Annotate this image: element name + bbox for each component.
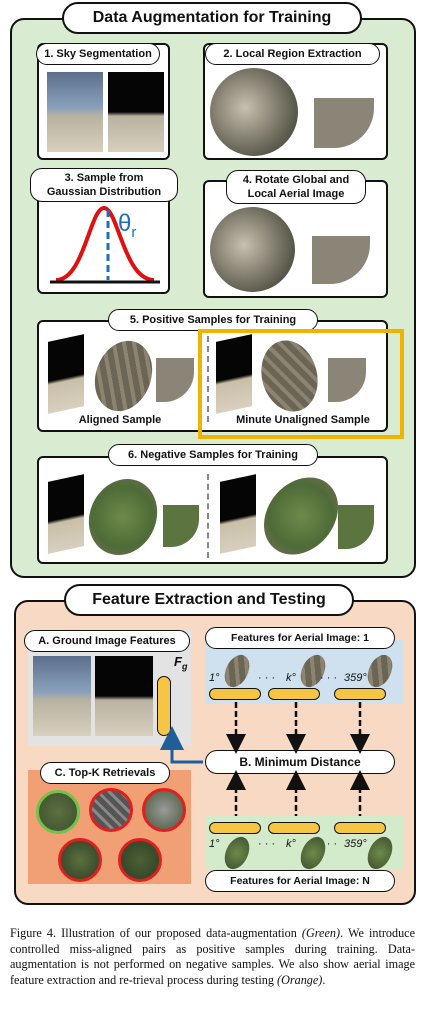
ground-query-image <box>33 656 91 736</box>
rotated-global-aerial <box>210 207 295 292</box>
gaussian-curve <box>55 205 155 282</box>
highlight-frame <box>198 329 404 439</box>
dots-bottom-1: · · · <box>258 838 276 850</box>
retrieval-3 <box>142 788 186 832</box>
negative-ground-2 <box>220 474 256 554</box>
ground-features-label: A. Ground Image Features <box>24 630 190 652</box>
negative-ground-1 <box>48 474 84 554</box>
theta-symbol: θr <box>118 210 136 241</box>
aligned-ground <box>48 334 84 414</box>
theta-letter: θ <box>118 210 132 237</box>
ground-image <box>47 72 103 152</box>
deg-359-bottom: 359° <box>344 838 367 850</box>
aerial-n-bar-359 <box>334 822 386 834</box>
aerial-features-n-label: Features for Aerial Image: N <box>205 870 395 892</box>
step3-label-line1: 3. Sample from <box>64 172 144 184</box>
dots-top-2: · · · <box>320 672 338 684</box>
ground-feature-bar <box>157 676 171 736</box>
step2-label: 2. Local Region Extraction <box>205 43 380 65</box>
retrieval-1 <box>36 790 80 834</box>
figure-caption: Figure 4. Illustration of our proposed d… <box>10 926 415 988</box>
theta-subscript: r <box>131 223 137 241</box>
step4-label-line2: Local Aerial Image <box>247 188 345 200</box>
augmentation-title: Data Augmentation for Training <box>62 2 362 34</box>
step4-label-line1: 4. Rotate Global and <box>242 174 350 186</box>
step3-label-line2: Gaussian Distribution <box>46 186 162 198</box>
deg-k-top: k° <box>286 672 296 684</box>
fg-subscript: g <box>181 661 188 672</box>
negative-separator <box>207 474 209 558</box>
retrieval-2 <box>89 788 133 832</box>
deg-1-bottom: 1° <box>209 838 220 850</box>
dots-top-1: · · · <box>258 672 276 684</box>
step4-label: 4. Rotate Global and Local Aerial Image <box>226 170 366 204</box>
aerial-features-1-label: Features for Aerial Image: 1 <box>205 627 395 649</box>
step3-label: 3. Sample from Gaussian Distribution <box>30 168 178 202</box>
aerial-1-bar-1 <box>209 688 261 700</box>
topk-label: C. Top-K Retrievals <box>40 762 170 784</box>
fg-letter: F <box>174 654 182 669</box>
gaussian-curve-plot <box>50 205 160 284</box>
ground-query-segmented <box>95 656 153 736</box>
step1-label: 1. Sky Segmentation <box>36 43 160 65</box>
caption-orange: (Orange) <box>277 972 323 987</box>
caption-part1: Figure 4. Illustration of our proposed d… <box>10 926 302 940</box>
step6-label: 6. Negative Samples for Training <box>108 444 318 466</box>
global-aerial-image <box>210 68 298 156</box>
fg-label: Fg <box>174 654 187 672</box>
caption-part3: . <box>322 972 326 987</box>
caption-part2: . We introduce controlled miss-aligned p… <box>10 926 415 987</box>
minimum-distance-box: B. Minimum Distance <box>205 750 395 774</box>
deg-1-top: 1° <box>209 672 220 684</box>
step5-label: 5. Positive Samples for Training <box>108 309 318 331</box>
aerial-n-bar-1 <box>209 822 261 834</box>
segmented-ground-image <box>108 72 164 152</box>
aerial-1-bar-k <box>268 688 320 700</box>
feature-extraction-title: Feature Extraction and Testing <box>64 584 354 616</box>
separator-line <box>207 336 209 422</box>
aerial-1-bar-359 <box>334 688 386 700</box>
unaligned-label: Minute Unaligned Sample <box>236 414 370 426</box>
deg-k-bottom: k° <box>286 838 296 850</box>
aerial-n-bar-k <box>268 822 320 834</box>
retrieval-4 <box>58 838 102 882</box>
retrieval-5 <box>118 838 162 882</box>
caption-green: (Green) <box>301 926 341 940</box>
aligned-label: Aligned Sample <box>78 414 162 426</box>
deg-359-top: 359° <box>344 672 367 684</box>
